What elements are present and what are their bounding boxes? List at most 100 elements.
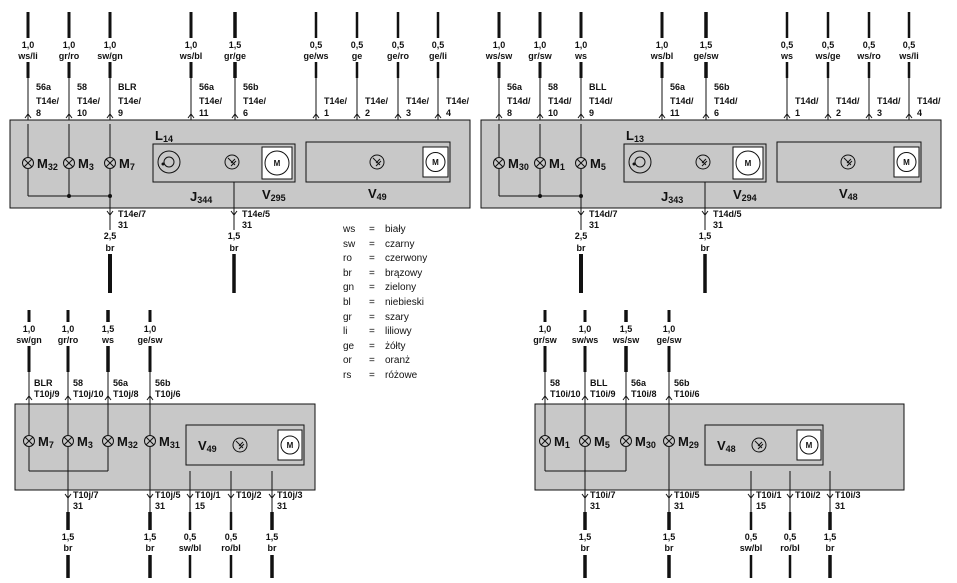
- pin-number: 1: [324, 108, 329, 118]
- connector-arrow: [65, 113, 73, 119]
- lamp-circle: [62, 435, 74, 447]
- wire-color: ge/li: [429, 51, 447, 61]
- legend-code: br: [343, 267, 352, 279]
- wire-color: ws/sw: [485, 51, 514, 61]
- switch-icon: [628, 150, 652, 174]
- lamp-circle: [620, 435, 632, 447]
- terminal-label: 56b: [155, 378, 171, 388]
- pin-label: T14d/: [836, 96, 860, 106]
- legend-equals: =: [369, 326, 375, 338]
- connector-arrow: [581, 493, 589, 499]
- motor-symbol: M: [287, 441, 294, 450]
- pin-label: T10i/3: [835, 490, 861, 500]
- terminal-label: 56b: [243, 82, 259, 92]
- legend-equals: =: [369, 340, 375, 352]
- lamp-cross: [103, 436, 113, 446]
- color-legend: ws=biały sw=czarny ro=czerwony br=brązow…: [343, 223, 427, 384]
- terminal-label: 31: [590, 501, 600, 511]
- connector-arrow: [187, 113, 195, 119]
- pin-label: T14e/: [324, 96, 348, 106]
- terminal-label: 58: [77, 82, 87, 92]
- pin-label: T10i/6: [674, 389, 700, 399]
- switch-inner: [163, 156, 175, 168]
- pin-label: T14d/: [670, 96, 694, 106]
- terminal-label: 56b: [714, 82, 730, 92]
- connector-arrow: [786, 493, 794, 499]
- wire-size: 1,0: [22, 40, 35, 50]
- pin-label: T10j/8: [113, 389, 139, 399]
- legend-color-name: niebieski: [385, 296, 424, 308]
- connector-arrow: [268, 493, 276, 499]
- lamp-cross: [23, 158, 33, 168]
- wire-size: 1,0: [23, 324, 36, 334]
- lamp-circle: [102, 435, 114, 447]
- motor-icon: M: [261, 146, 293, 180]
- wire-color: gr/ro: [58, 335, 79, 345]
- pin-label: T14e/: [77, 96, 101, 106]
- unit-circle: [369, 154, 385, 170]
- lamp-icon: [493, 157, 505, 169]
- terminal-label: 56a: [199, 82, 215, 92]
- legend-row: li=liliowy: [343, 325, 427, 340]
- legend-color-name: brązowy: [385, 267, 423, 279]
- pin-number: 3: [406, 108, 411, 118]
- connector-arrow: [783, 113, 791, 119]
- wire-size: 0,5: [745, 532, 758, 542]
- switch-dot: [632, 162, 636, 166]
- pin-label: T14d/: [714, 96, 738, 106]
- unit-diagonal: [846, 158, 852, 164]
- wire-size: 1,5: [699, 231, 712, 241]
- connector-arrow: [658, 113, 666, 119]
- connector-arrow: [865, 113, 873, 119]
- connector-arrow: [622, 395, 630, 401]
- lamp-icon: [22, 157, 34, 169]
- wire-color: sw/ws: [572, 335, 599, 345]
- pin-label: T10j/2: [236, 490, 262, 500]
- connector-arrow: [394, 113, 402, 119]
- unit-diagonal: [238, 443, 245, 450]
- legend-row: ws=biały: [343, 223, 427, 238]
- unit-diagonal: [375, 158, 381, 164]
- wire-color: ge/sw: [137, 335, 163, 345]
- wire-size: 0,5: [784, 532, 797, 542]
- legend-color-name: czerwony: [385, 253, 428, 265]
- lamp-circle: [22, 157, 34, 169]
- connector-arrow: [106, 113, 114, 119]
- pin-label: T14e/: [118, 96, 142, 106]
- terminal-label: 56a: [670, 82, 686, 92]
- wire-size: 0,5: [225, 532, 238, 542]
- pin-label: T10i/9: [590, 389, 616, 399]
- wire-color: br: [106, 243, 115, 253]
- lamp-cross: [145, 436, 155, 446]
- connector-arrow: [665, 493, 673, 499]
- wire-color: ws/bl: [650, 51, 674, 61]
- wire-color: ro/bl: [780, 543, 800, 553]
- pin-label: T14d/: [548, 96, 572, 106]
- legend-code: or: [343, 355, 352, 367]
- legend-color-name: biały: [385, 224, 406, 235]
- pin-label: T14d/: [917, 96, 941, 106]
- terminal-label: 31: [589, 220, 599, 230]
- lamp-icon: [579, 435, 591, 447]
- legend-equals: =: [369, 267, 375, 279]
- pin-label: T10j/1: [195, 490, 221, 500]
- wire-color: br: [577, 243, 586, 253]
- wire-color: br: [64, 543, 73, 553]
- pin-number: 6: [243, 108, 248, 118]
- connector-arrow: [231, 113, 239, 119]
- lamp-icon: [144, 435, 156, 447]
- legend-row: gr=szary: [343, 311, 427, 326]
- switch-dot: [161, 162, 165, 166]
- unit-diagonal: [701, 160, 708, 167]
- motor-symbol: M: [806, 441, 813, 450]
- pin-number: 4: [917, 108, 922, 118]
- wire-color: ws/sw: [612, 335, 641, 345]
- legend-color-name: żółty: [385, 340, 406, 352]
- wire-color: ws/li: [17, 51, 38, 61]
- wire-size: 0,5: [903, 40, 916, 50]
- electronic-unit-icon: [695, 154, 711, 170]
- terminal-label: 56a: [507, 82, 523, 92]
- legend-color-name: różowe: [385, 369, 418, 381]
- pin-number: 11: [199, 108, 209, 118]
